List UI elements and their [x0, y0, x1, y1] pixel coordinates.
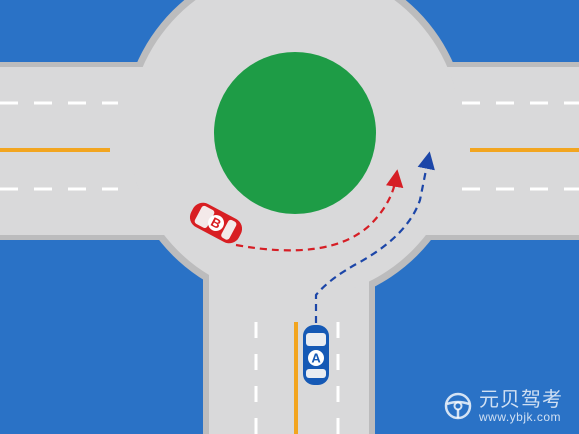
car-a-label: A [311, 351, 321, 366]
path-a-arrow [314, 151, 435, 323]
path-b-arrow [235, 169, 404, 252]
south-road-markings [254, 322, 340, 434]
west-road-markings [0, 101, 118, 191]
car-b: B [189, 202, 243, 244]
car-a: A [303, 325, 329, 385]
watermark: 元贝驾考 www.ybjk.com [443, 388, 563, 424]
steering-wheel-icon [444, 392, 472, 420]
east-road-markings [462, 101, 579, 191]
watermark-url: www.ybjk.com [479, 410, 562, 424]
watermark-brand: 元贝驾考 [479, 387, 563, 411]
central-island [214, 52, 376, 214]
